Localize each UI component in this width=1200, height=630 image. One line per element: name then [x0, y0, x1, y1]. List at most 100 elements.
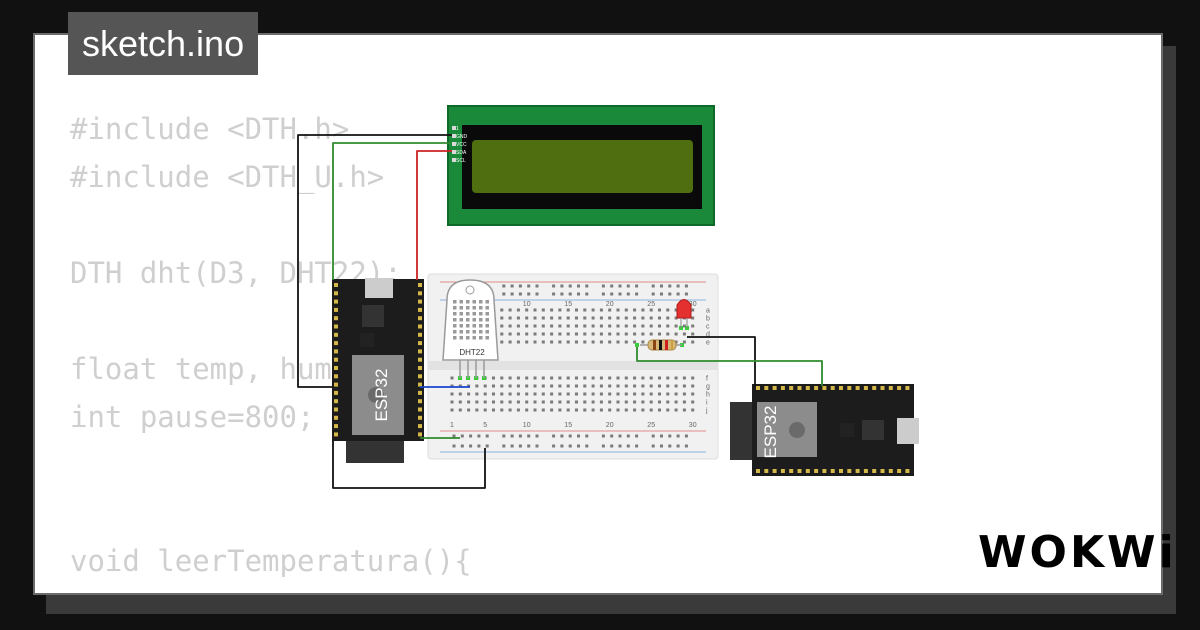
breadboard-hole[interactable]	[508, 400, 512, 404]
esp32-pin[interactable]	[780, 469, 785, 473]
breadboard-hole[interactable]	[483, 392, 487, 396]
esp32-pin[interactable]	[418, 366, 422, 370]
breadboard-hole[interactable]	[450, 376, 454, 380]
breadboard-hole[interactable]	[658, 324, 661, 328]
breadboard-hole[interactable]	[575, 316, 578, 320]
lcd-pin[interactable]	[452, 126, 456, 130]
rail-hole[interactable]	[626, 444, 630, 448]
breadboard-hole[interactable]	[533, 308, 537, 312]
breadboard-hole[interactable]	[633, 384, 637, 388]
breadboard-hole[interactable]	[674, 308, 678, 312]
breadboard-hole[interactable]	[666, 384, 670, 388]
breadboard-hole[interactable]	[508, 408, 512, 412]
breadboard-hole[interactable]	[566, 408, 570, 412]
rail-hole[interactable]	[452, 444, 456, 448]
rail-hole[interactable]	[502, 444, 506, 448]
breadboard-hole[interactable]	[541, 340, 545, 344]
rail-hole[interactable]	[660, 284, 663, 288]
breadboard-hole[interactable]	[558, 308, 562, 312]
rail-hole[interactable]	[626, 292, 630, 296]
rail-hole[interactable]	[502, 292, 506, 296]
esp32-pin[interactable]	[418, 332, 422, 337]
breadboard-hole[interactable]	[691, 332, 695, 336]
wire-green-resistor[interactable]	[636, 347, 823, 386]
breadboard-hole[interactable]	[516, 332, 520, 336]
rail-hole[interactable]	[668, 292, 672, 296]
rail-hole[interactable]	[585, 292, 589, 296]
breadboard-hole[interactable]	[624, 400, 628, 404]
rail-hole[interactable]	[502, 284, 506, 288]
esp32-pin[interactable]	[847, 469, 852, 473]
breadboard-hole[interactable]	[608, 392, 612, 396]
breadboard-hole[interactable]	[641, 324, 645, 328]
rail-hole[interactable]	[626, 434, 630, 438]
breadboard-hole[interactable]	[575, 308, 578, 312]
rail-hole[interactable]	[568, 444, 572, 448]
breadboard-hole[interactable]	[616, 400, 620, 404]
esp32-pin[interactable]	[418, 382, 422, 387]
rail-hole[interactable]	[651, 444, 655, 448]
breadboard-hole[interactable]	[575, 332, 578, 336]
breadboard-hole[interactable]	[616, 384, 620, 388]
breadboard-hole[interactable]	[533, 400, 537, 404]
esp32-right-board[interactable]	[730, 384, 919, 476]
breadboard-hole[interactable]	[599, 400, 603, 404]
rail-hole[interactable]	[527, 292, 531, 296]
breadboard-hole[interactable]	[566, 376, 570, 380]
breadboard-hole[interactable]	[533, 392, 537, 396]
lcd-module[interactable]	[447, 105, 715, 226]
esp32-pin[interactable]	[756, 386, 760, 390]
wire-black-bottom-loop[interactable]	[332, 441, 486, 489]
breadboard-hole[interactable]	[583, 308, 587, 312]
breadboard-hole[interactable]	[624, 332, 628, 336]
esp32-pin[interactable]	[334, 432, 338, 437]
esp32-pin[interactable]	[756, 469, 760, 473]
breadboard-hole[interactable]	[599, 384, 603, 388]
rail-hole[interactable]	[618, 434, 622, 438]
breadboard-hole[interactable]	[649, 400, 653, 404]
rail-hole[interactable]	[560, 292, 564, 296]
breadboard-hole[interactable]	[516, 316, 520, 320]
breadboard-hole[interactable]	[641, 376, 645, 380]
breadboard-hole[interactable]	[516, 400, 520, 404]
rail-hole[interactable]	[560, 284, 564, 288]
esp32-pin[interactable]	[789, 469, 794, 473]
breadboard-hole[interactable]	[583, 324, 587, 328]
esp32-pin[interactable]	[418, 341, 422, 346]
breadboard-hole[interactable]	[458, 392, 462, 396]
rail-hole[interactable]	[668, 444, 672, 448]
esp32-pin[interactable]	[334, 324, 338, 329]
breadboard-hole[interactable]	[599, 376, 603, 380]
esp32-pin[interactable]	[805, 386, 810, 390]
breadboard-hole[interactable]	[658, 376, 661, 380]
breadboard-hole[interactable]	[691, 392, 695, 396]
rail-hole[interactable]	[535, 284, 539, 288]
rail-hole[interactable]	[618, 292, 622, 296]
rail-hole[interactable]	[684, 434, 688, 438]
breadboard-hole[interactable]	[674, 376, 678, 380]
breadboard-hole[interactable]	[649, 316, 653, 320]
breadboard-hole[interactable]	[691, 376, 695, 380]
breadboard-hole[interactable]	[500, 400, 504, 404]
lcd-pin[interactable]	[452, 134, 456, 138]
breadboard-hole[interactable]	[566, 340, 570, 344]
breadboard-hole[interactable]	[492, 408, 495, 412]
rail-hole[interactable]	[477, 434, 481, 438]
breadboard-hole[interactable]	[682, 332, 686, 336]
breadboard-hole[interactable]	[682, 376, 686, 380]
breadboard-hole[interactable]	[500, 332, 504, 336]
breadboard-hole[interactable]	[641, 408, 645, 412]
breadboard-hole[interactable]	[500, 316, 504, 320]
rail-hole[interactable]	[676, 292, 680, 296]
breadboard-hole[interactable]	[525, 384, 529, 388]
breadboard-hole[interactable]	[666, 392, 670, 396]
breadboard-hole[interactable]	[450, 400, 454, 404]
esp32-pin[interactable]	[418, 374, 422, 379]
breadboard-hole[interactable]	[674, 332, 678, 336]
rail-hole[interactable]	[460, 444, 464, 448]
breadboard-hole[interactable]	[566, 324, 570, 328]
breadboard-hole[interactable]	[591, 408, 595, 412]
rail-hole[interactable]	[568, 292, 572, 296]
breadboard-hole[interactable]	[633, 324, 637, 328]
esp32-pin[interactable]	[880, 386, 885, 390]
